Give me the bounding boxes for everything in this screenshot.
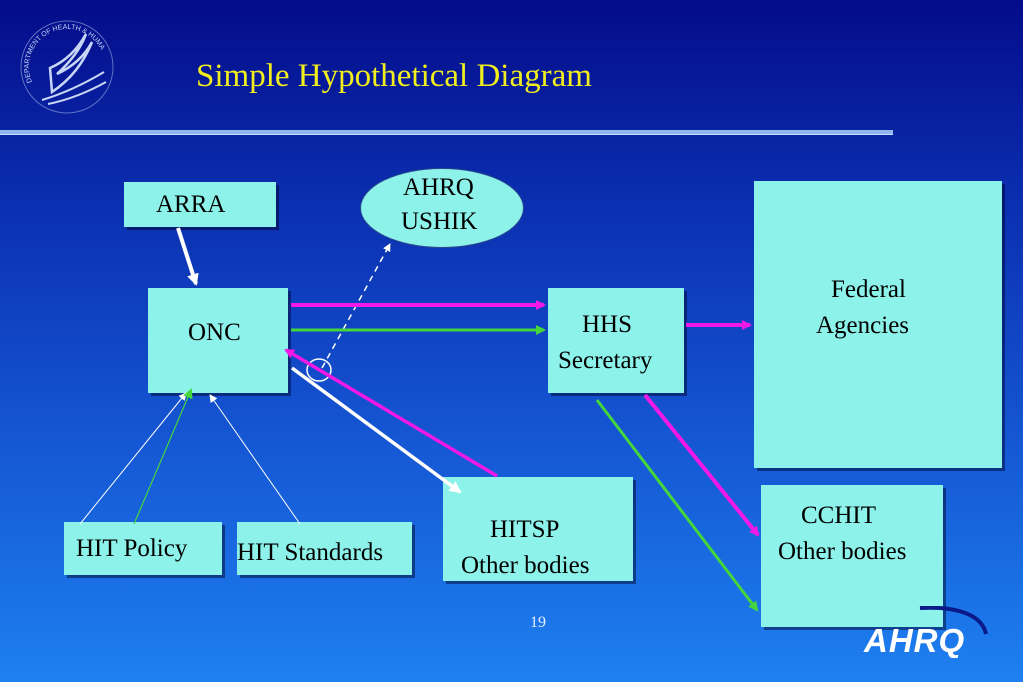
node-ahrq-ushik-line2: USHIK — [401, 208, 478, 235]
arrow-hitstandards-to-onc — [209, 394, 301, 525]
arrow-hitpolicy-to-onc-white — [79, 392, 187, 525]
ahrq-logo-icon: AHRQ — [863, 606, 988, 658]
node-onc-label: ONC — [188, 319, 241, 346]
node-hit-standards-label: HIT Standards — [237, 539, 384, 566]
hhs-eagle-seal-icon: DEPARTMENT OF HEALTH & HUMAN SERVICES US… — [12, 12, 114, 114]
node-cchit-line1: CCHIT — [801, 502, 876, 529]
arrow-hitsp-to-onc-magenta — [284, 348, 498, 478]
slide-title: Simple Hypothetical Diagram — [196, 58, 592, 94]
arrow-onc-to-hitsp-white — [290, 366, 462, 494]
node-federal-agencies-line1: Federal — [831, 276, 906, 303]
title-divider — [0, 130, 893, 134]
arrow-hhs-to-cchit-magenta — [643, 393, 760, 537]
node-onc: ONC — [148, 288, 288, 393]
node-arra-label: ARRA — [156, 191, 226, 218]
node-hit-policy-label: HIT Policy — [76, 535, 188, 562]
arrow-hhs-to-cchit-green — [595, 399, 759, 612]
node-hhs-secretary-line1: HHS — [582, 311, 633, 338]
node-hit-policy: HIT Policy — [64, 522, 222, 575]
connector-circle — [306, 358, 332, 382]
node-hitsp: HITSP Other bodies — [443, 477, 633, 581]
node-arra: ARRA — [124, 182, 276, 227]
node-cchit-line2: Other bodies — [778, 538, 907, 565]
node-federal-agencies: Federal Agencies — [754, 181, 1002, 468]
node-hit-standards: HIT Standards — [237, 522, 412, 575]
node-ahrq-ushik-line1: AHRQ — [403, 174, 474, 201]
arrow-hitpolicy-to-onc-green — [133, 388, 193, 525]
node-hhs-secretary-line2: Secretary — [558, 347, 653, 374]
node-cchit: CCHIT Other bodies — [761, 485, 943, 627]
node-hitsp-line1: HITSP — [490, 516, 560, 543]
page-number: 19 — [530, 614, 546, 631]
node-hitsp-line2: Other bodies — [461, 552, 590, 579]
arrow-arra-to-onc — [176, 227, 199, 286]
node-federal-agencies-line2: Agencies — [816, 312, 910, 339]
ahrq-logo-text: AHRQ — [863, 622, 965, 658]
node-ahrq-ushik: AHRQ USHIK — [360, 168, 524, 248]
node-hhs-secretary: HHS Secretary — [548, 288, 684, 393]
